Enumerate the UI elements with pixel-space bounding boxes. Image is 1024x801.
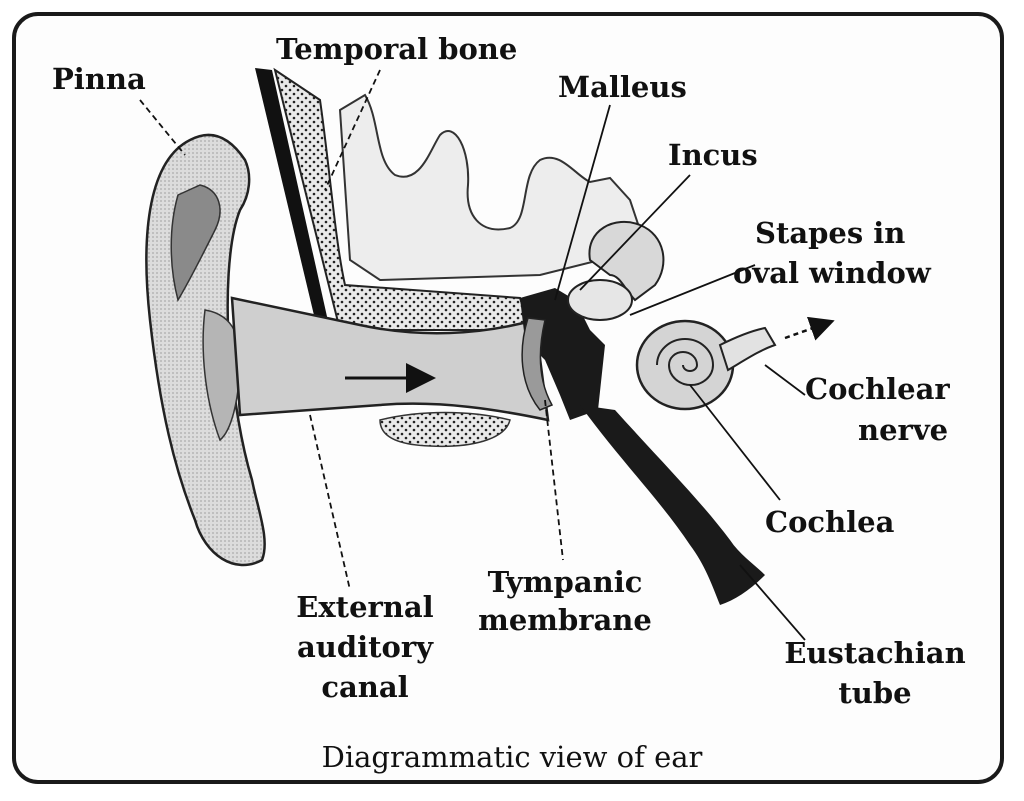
cochlea-spiral xyxy=(656,338,715,386)
leader-incus xyxy=(579,174,691,291)
label-cochlear-nerve-line2: nerve xyxy=(858,413,949,447)
label-eustachian-line2: tube xyxy=(838,676,912,710)
nerve-arrow xyxy=(784,316,835,341)
tympanic-membrane-shape xyxy=(521,317,554,411)
leader-temporal-bone xyxy=(324,69,381,191)
pinna-inner-fold xyxy=(170,184,221,302)
label-pinna: Pinna xyxy=(52,62,146,96)
label-external-line2: auditory xyxy=(296,630,434,664)
label-stapes-line2: oval window xyxy=(733,256,931,290)
cranial-folds xyxy=(338,93,642,282)
cochlea-shape xyxy=(635,319,735,411)
label-incus: Incus xyxy=(668,138,758,172)
diagram-caption: Diagrammatic view of ear xyxy=(321,740,703,774)
label-external-line3: canal xyxy=(321,670,409,704)
leader-pinna xyxy=(139,99,186,156)
temporal-bone-shape xyxy=(273,67,532,331)
label-external-line1: External xyxy=(296,590,434,624)
leader-lines xyxy=(139,69,564,591)
leader-stapes xyxy=(629,264,756,316)
label-eustachian-line1: Eustachian xyxy=(784,636,966,670)
lower-bone-dots xyxy=(379,411,511,448)
label-tympanic-line1: Tympanic xyxy=(487,565,643,599)
leader-external-canal xyxy=(309,414,351,591)
label-temporal-bone: Temporal bone xyxy=(276,32,518,66)
vestibule xyxy=(567,279,633,321)
leader-cochlear-nerve xyxy=(764,364,806,396)
leader-cochlea xyxy=(689,384,781,501)
leader-eustachian xyxy=(739,564,806,641)
temporal-bone-band xyxy=(255,68,330,332)
label-cochlea: Cochlea xyxy=(765,505,895,539)
solid-leaders xyxy=(554,104,806,641)
eustachian-tube-shape xyxy=(580,405,765,605)
cochlear-nerve-shape xyxy=(718,326,777,372)
label-malleus: Malleus xyxy=(558,70,687,104)
label-cochlear-nerve-line1: Cochlear xyxy=(805,372,950,406)
label-tympanic-line2: membrane xyxy=(478,603,652,637)
leader-tympanic xyxy=(544,399,564,561)
semicircular-canals xyxy=(588,220,665,302)
leader-malleus xyxy=(554,104,611,301)
label-stapes-line1: Stapes in xyxy=(755,216,906,250)
